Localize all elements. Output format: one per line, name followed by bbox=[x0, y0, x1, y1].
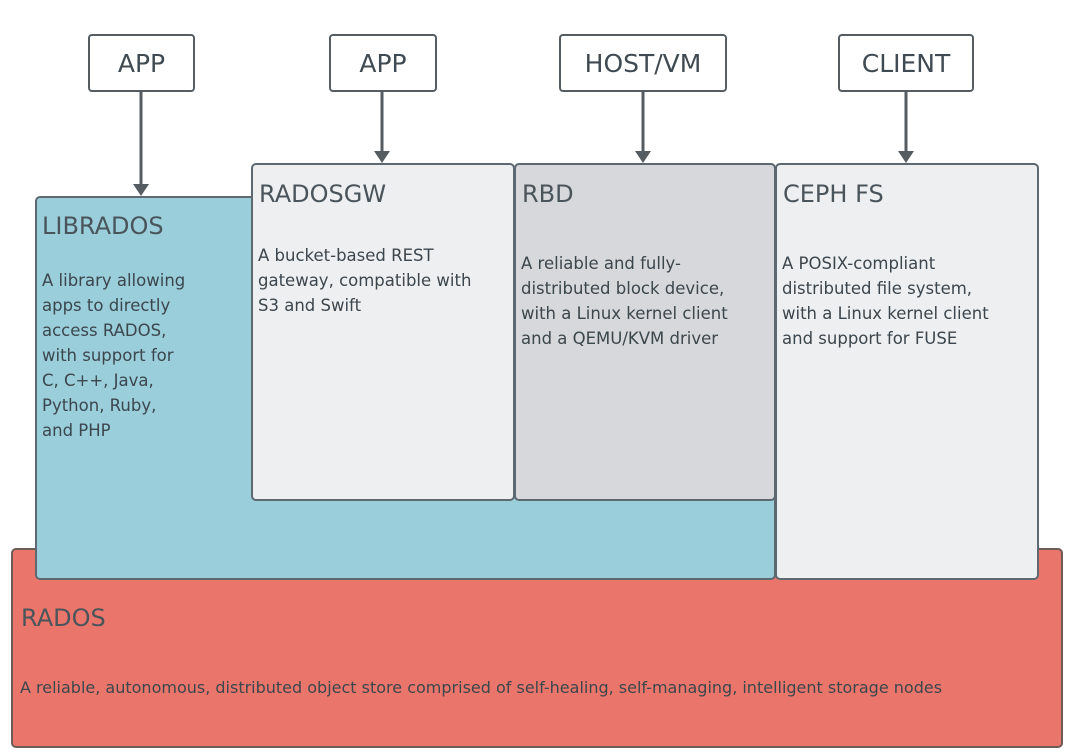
cephfs-description: A POSIX-compliant distributed file syste… bbox=[782, 254, 989, 348]
librados-description: A library allowing apps to directly acce… bbox=[42, 271, 186, 440]
client-box-host-vm: HOST/VM bbox=[559, 34, 727, 92]
rbd-title: RBD bbox=[522, 180, 574, 208]
client-box-app-librados: APP bbox=[88, 34, 195, 92]
rbd-description: A reliable and fully- distributed block … bbox=[521, 254, 728, 348]
radosgw-layer: RADOSGW A bucket-based REST gateway, com… bbox=[251, 163, 515, 501]
client-label: HOST/VM bbox=[584, 48, 702, 78]
rados-layer: RADOS A reliable, autonomous, distribute… bbox=[11, 548, 1063, 748]
client-box-app-radosgw: APP bbox=[329, 34, 437, 92]
client-box-client: CLIENT bbox=[838, 34, 974, 92]
librados-title: LIBRADOS bbox=[42, 212, 164, 240]
client-label: APP bbox=[359, 48, 407, 78]
rados-title: RADOS bbox=[21, 604, 106, 632]
radosgw-title: RADOSGW bbox=[259, 180, 387, 208]
client-label: APP bbox=[117, 48, 166, 78]
cephfs-layer: CEPH FS A POSIX-compliant distributed fi… bbox=[775, 163, 1039, 580]
rados-description: A reliable, autonomous, distributed obje… bbox=[20, 678, 943, 697]
client-label: CLIENT bbox=[861, 48, 951, 78]
rbd-layer: RBD A reliable and fully- distributed bl… bbox=[514, 163, 776, 501]
radosgw-description: A bucket-based REST gateway, compatible … bbox=[258, 246, 472, 315]
cephfs-title: CEPH FS bbox=[783, 180, 884, 208]
